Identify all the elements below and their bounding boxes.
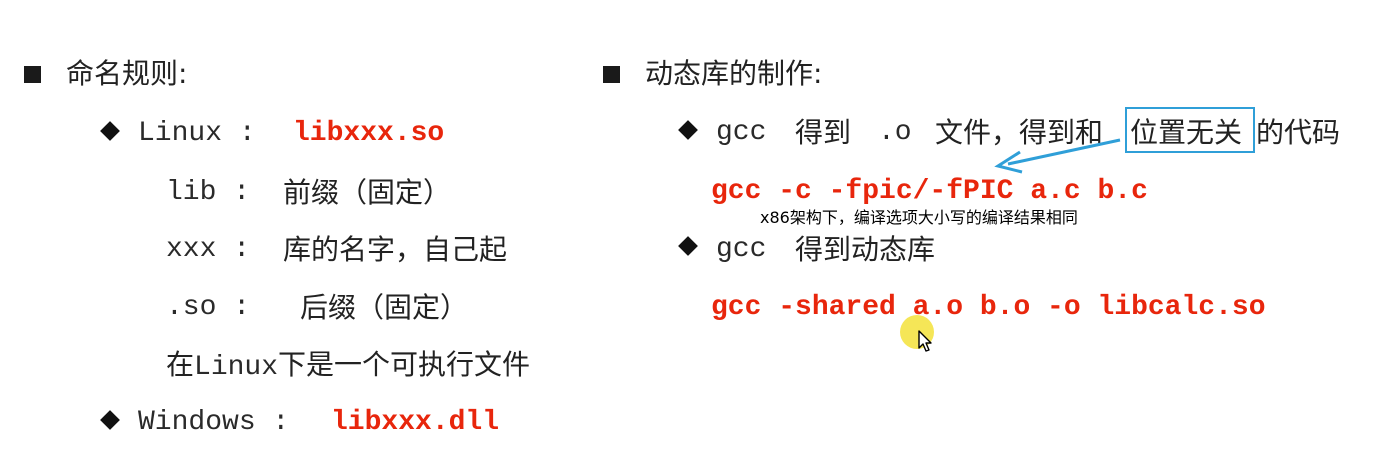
diamond-bullet-icon xyxy=(678,120,698,140)
step1-gcc: gcc xyxy=(716,117,767,148)
command-2: gcc -shared a.o b.o -o libcalc.so xyxy=(711,292,1266,323)
step1-text2: 的代码 xyxy=(1256,116,1341,149)
command-1: gcc -c -fpic/-fPIC a.c b.c xyxy=(711,176,1148,207)
linux-value: libxxx.so xyxy=(293,118,445,149)
video-subtitle: x86架构下，编译选项大小写的编译结果相同 xyxy=(760,208,1078,227)
right-heading: 动态库的制作: xyxy=(645,57,823,90)
name-code: xxx : xyxy=(166,234,251,265)
name-desc: 库的名字，自己起 xyxy=(283,233,508,266)
prefix-code: lib : xyxy=(166,177,251,208)
exec-code: Linux xyxy=(194,352,279,383)
windows-value: libxxx.dll xyxy=(331,407,500,438)
square-bullet-icon xyxy=(603,66,620,83)
diamond-bullet-icon xyxy=(100,121,120,141)
suffix-desc: 后缀（固定） xyxy=(300,291,469,324)
step1-mid: 得到 xyxy=(795,116,852,149)
mouse-cursor-icon xyxy=(918,330,932,352)
diamond-bullet-icon xyxy=(100,410,120,430)
diamond-bullet-icon xyxy=(678,236,698,256)
step1-highlight: 位置无关 xyxy=(1130,116,1243,149)
arrow-annotation-icon xyxy=(994,138,1121,174)
windows-label: Windows : xyxy=(138,407,290,438)
prefix-desc: 前缀（固定） xyxy=(283,176,452,209)
step1-code: .o xyxy=(878,117,912,148)
exec-post: 下是一个可执行文件 xyxy=(278,348,531,381)
exec-line: 在Linux下是一个可执行文件 xyxy=(166,351,530,382)
suffix-code: .so : xyxy=(166,292,251,323)
linux-label: Linux : xyxy=(138,118,256,149)
highlight-box xyxy=(1125,107,1255,153)
step2-gcc: gcc xyxy=(716,234,767,265)
left-heading: 命名规则: xyxy=(66,57,188,90)
step1-text1: 文件，得到和 xyxy=(935,116,1104,149)
exec-pre: 在 xyxy=(166,348,195,381)
step2-text: 得到动态库 xyxy=(795,233,936,266)
square-bullet-icon xyxy=(24,66,41,83)
